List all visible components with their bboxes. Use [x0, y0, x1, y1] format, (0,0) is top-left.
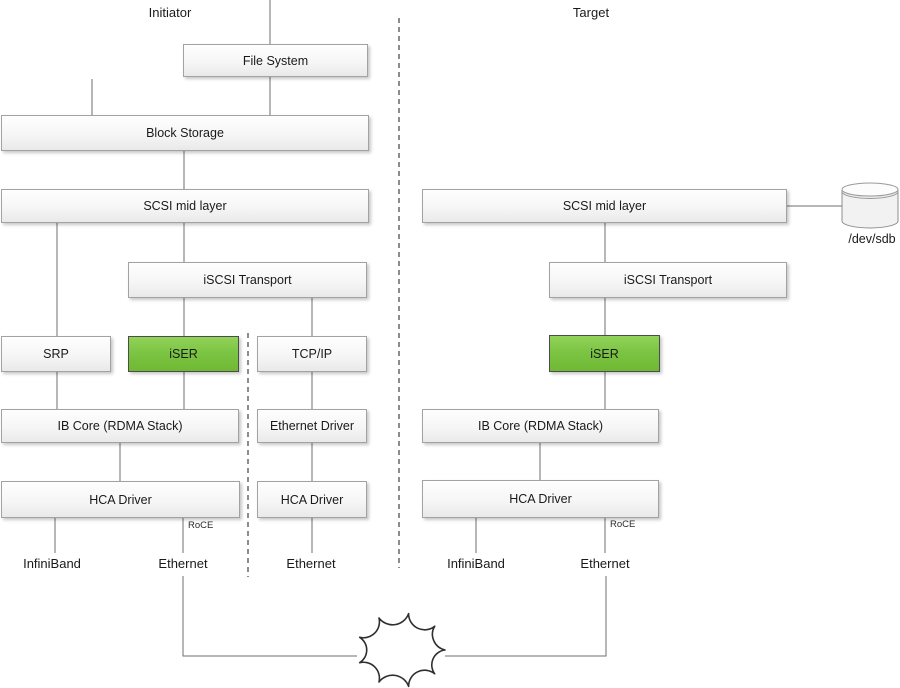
node-ib-core-initiator: IB Core (RDMA Stack) [1, 409, 239, 443]
ethernet-port-initiator-rdma: Ethernet [158, 556, 208, 571]
node-scsi-mid-layer-initiator: SCSI mid layer [1, 189, 369, 223]
node-tcp-ip: TCP/IP [257, 336, 367, 372]
node-srp: SRP [1, 336, 111, 372]
node-hca-driver-middle: HCA Driver [257, 481, 367, 518]
node-ib-core-target: IB Core (RDMA Stack) [422, 409, 659, 443]
node-iser-target: iSER [549, 335, 660, 372]
disk-cylinder-icon [841, 182, 899, 229]
node-ethernet-driver: Ethernet Driver [257, 409, 367, 443]
dev-sdb-label: /dev/sdb [848, 232, 896, 246]
node-iscsi-transport-initiator: iSCSI Transport [128, 262, 367, 298]
cloud-icon [358, 612, 446, 688]
node-scsi-mid-layer-target: SCSI mid layer [422, 189, 787, 223]
node-hca-driver-initiator: HCA Driver [1, 481, 240, 518]
node-block-storage: Block Storage [1, 115, 369, 151]
node-hca-driver-target: HCA Driver [422, 480, 659, 518]
infiniband-port-target: InfiniBand [447, 556, 505, 571]
roce-label-initiator: RoCE [188, 520, 214, 531]
initiator-title: Initiator [148, 5, 192, 20]
connector-lines [54, 0, 842, 657]
dividers [247, 18, 400, 577]
target-title: Target [572, 5, 610, 20]
roce-label-target: RoCE [610, 519, 636, 530]
ethernet-port-initiator-tcp: Ethernet [286, 556, 336, 571]
node-file-system: File System [183, 44, 368, 77]
infiniband-port-initiator: InfiniBand [23, 556, 81, 571]
node-iscsi-transport-target: iSCSI Transport [549, 262, 787, 298]
node-iser-initiator: iSER [128, 336, 239, 372]
ethernet-port-target: Ethernet [580, 556, 630, 571]
ethernet-to-cloud-right-connector [445, 576, 607, 657]
ethernet-to-cloud-left-connector [182, 576, 357, 657]
